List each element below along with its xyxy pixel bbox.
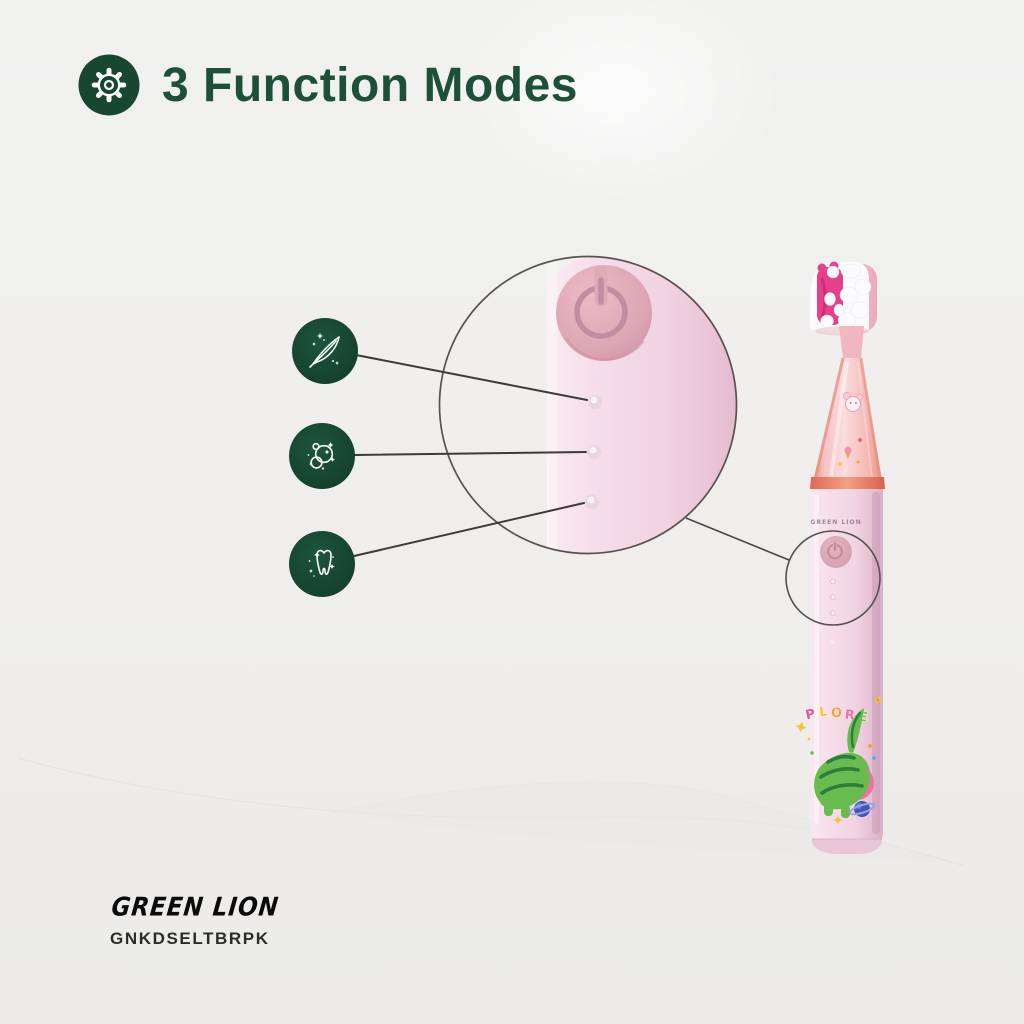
- toothbrush-product: GREEN LION P: [785, 261, 885, 854]
- feather-icon-badge: [292, 318, 358, 384]
- section-header: 3 Function Modes: [78, 54, 578, 116]
- handle-power-button: [820, 536, 852, 568]
- tooth-icon-badge: [289, 531, 355, 597]
- callout-lines: [353, 354, 588, 557]
- mode-indicator-leds-magnified: [585, 395, 602, 509]
- connector-line-2: [354, 451, 587, 456]
- handle-brand-text: GREEN LION: [810, 519, 861, 526]
- brand-logo: GREEN LION: [110, 892, 281, 922]
- connector-line-1: [355, 354, 588, 401]
- power-icon-small: [827, 539, 843, 560]
- power-button-magnified: [556, 265, 652, 361]
- art-letter: P: [804, 707, 816, 724]
- brush-head: [809, 261, 877, 336]
- highlight-circle: [785, 530, 881, 626]
- art-letter: L: [818, 704, 828, 720]
- handle-base-cap: [812, 839, 882, 854]
- bubbles-sparkles-icon: [307, 441, 335, 470]
- neck-collar-band: [810, 477, 885, 489]
- magnifier-circle: [438, 255, 738, 555]
- button-rim-shadow: [565, 337, 645, 361]
- page-title: 3 Function Modes: [162, 58, 578, 112]
- brush-neck: [810, 326, 885, 489]
- star-sparkle: [794, 720, 808, 734]
- connector-line-3: [353, 502, 585, 557]
- feather-sparkles-icon: [309, 332, 340, 368]
- bubbles-icon-badge: [289, 423, 355, 489]
- power-icon: [574, 265, 628, 339]
- magnified-handle: [547, 257, 737, 554]
- confetti-dots: [810, 744, 876, 773]
- planet-illustration: [849, 801, 875, 817]
- dinosaur-illustration: [814, 708, 874, 818]
- handle-edge-highlight: [547, 257, 557, 554]
- model-number: GNKDSELTBRPK: [110, 929, 270, 948]
- brush-handle: GREEN LION P: [785, 489, 885, 854]
- handle-artwork: P L O R E: [794, 693, 885, 825]
- gear-badge: [78, 54, 140, 116]
- flower-sparkle: [871, 693, 885, 707]
- brand-footer: GREEN LION GNKDSELTBRPK: [110, 892, 281, 949]
- tooth-sparkles-icon: [308, 549, 335, 577]
- bristle-tufts: [820, 263, 872, 328]
- handle-indicator-leds: [830, 578, 836, 645]
- art-letter: O: [830, 706, 842, 722]
- neck-cartoon-decoration: [838, 392, 864, 466]
- magnifier-leader-line: [685, 517, 790, 561]
- mode-icon-badges: [289, 318, 358, 597]
